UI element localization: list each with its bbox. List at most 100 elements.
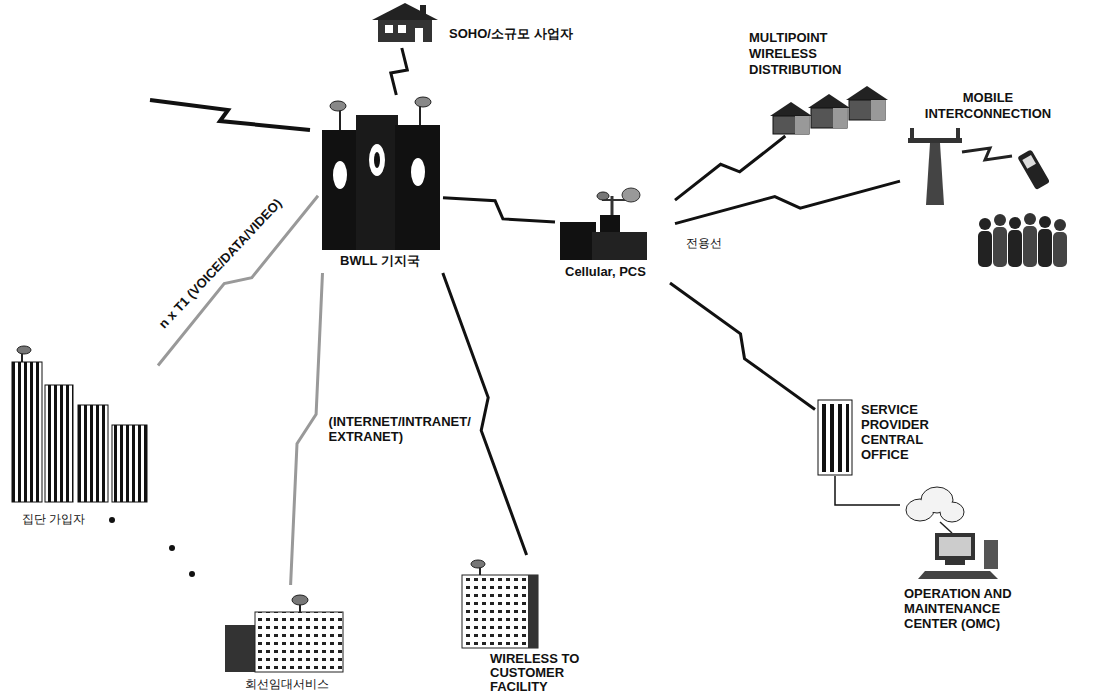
- customer-facility: WIRELESS TO CUSTOMER FACILITY: [450, 555, 598, 697]
- wireless-link: [391, 48, 408, 95]
- houses-icon-part: [770, 102, 812, 116]
- office-building-part: [846, 404, 849, 472]
- computer-icon-part: [935, 533, 975, 560]
- note-label: 전용선: [686, 236, 722, 251]
- customer-building-part: [462, 575, 538, 648]
- cellular-building: [560, 188, 647, 260]
- caption-text: OPERATION AND MAINTENANCE CENTER (OMC): [904, 586, 1034, 631]
- people-group-part: [1024, 213, 1036, 225]
- wireless-link: [675, 136, 785, 200]
- multipoint-site: MULTIPOINT WIRELESS DISTRIBUTION: [745, 28, 897, 136]
- house-icon-part: [398, 25, 406, 33]
- computer-icon-part: [939, 537, 971, 556]
- houses-icon-part: [808, 94, 850, 108]
- houses-icon-part: [871, 100, 885, 120]
- leased-line-building: [225, 595, 343, 672]
- phone-link-bolt: [962, 148, 1012, 160]
- caption-text: 집단 가입자: [22, 512, 85, 527]
- base-station-building-part: [369, 144, 385, 176]
- group-subscriber: 집단 가입자: [8, 340, 158, 530]
- mobile-site: MOBILE INTERCONNECTION: [900, 88, 1077, 210]
- base-station-building-part: [395, 125, 440, 250]
- caption-text: 회선임대서비스: [245, 677, 329, 692]
- people-group-part: [979, 218, 991, 230]
- link-label: (INTERNET/INTRANET/ EXTRANET): [329, 414, 479, 444]
- subscriber-buildings-part: [112, 425, 147, 502]
- people-group-part: [1054, 219, 1066, 231]
- ellipsis-dots: [109, 517, 195, 577]
- wireless-link: [675, 181, 900, 224]
- ellipsis-dots-part: [189, 571, 195, 577]
- customer-building-part: [528, 575, 538, 648]
- office-building-part: [818, 400, 852, 475]
- office-building-part: [838, 404, 842, 472]
- houses-icon-part: [773, 116, 809, 134]
- caption-text: MULTIPOINT WIRELESS DISTRIBUTION: [749, 30, 849, 78]
- mobile-tower-part: [908, 138, 962, 143]
- house-icon: [372, 3, 438, 42]
- people-group-part: [994, 214, 1006, 226]
- customer-building-part: [471, 560, 485, 568]
- mobile-phone: [1017, 149, 1050, 190]
- base-station-building-part: [356, 115, 398, 250]
- soho-site: SOHO/소규모 사업자: [365, 2, 587, 48]
- base-station-building-part: [322, 130, 360, 250]
- cellular-site: Cellular, PCS: [555, 188, 675, 283]
- people-group-part: [993, 227, 1007, 267]
- computer-icon-part: [984, 540, 998, 569]
- link-line: [835, 476, 900, 505]
- houses-icon-part: [849, 100, 885, 120]
- ellipsis-dots-part: [109, 517, 115, 523]
- leased-line-building-part: [255, 612, 343, 672]
- caption-text: SERVICE PROVIDER CENTRAL OFFICE: [861, 402, 953, 462]
- people-group-part: [1008, 230, 1022, 267]
- base-station-building-part: [411, 158, 425, 186]
- caption-text: Cellular, PCS: [565, 264, 646, 279]
- mobile-phone-part: [1017, 149, 1050, 190]
- house-icon-part: [372, 3, 438, 20]
- house-icon-part: [378, 20, 432, 42]
- phone-link-bolt-part: [962, 148, 1012, 160]
- people-group-part: [1038, 229, 1052, 267]
- cellular-building-part: [592, 232, 647, 260]
- wireless-link: [670, 283, 815, 410]
- central-office: SERVICE PROVIDER CENTRAL OFFICE: [815, 398, 957, 476]
- cellular-building-part: [597, 192, 609, 200]
- subscriber-buildings-part: [12, 362, 42, 502]
- houses-icon-part: [833, 108, 847, 128]
- people-group-part: [1009, 217, 1021, 229]
- wireless-link-bolt-part: [150, 100, 310, 130]
- base-station-building-part: [415, 97, 431, 107]
- cellular-building-part: [600, 215, 620, 232]
- leased-line-site: 회선임대서비스: [215, 585, 355, 697]
- computer-icon-part: [918, 571, 998, 579]
- people-group-part: [1053, 232, 1067, 267]
- computer-icon: [918, 522, 998, 579]
- base-station-building-part: [330, 101, 346, 111]
- office-building: [818, 400, 852, 475]
- subscriber-buildings: [12, 346, 147, 502]
- omc-site: OPERATION AND MAINTENANCE CENTER (OMC): [900, 482, 1072, 637]
- office-building-part: [830, 404, 834, 472]
- people-group-part: [1023, 226, 1037, 267]
- computer-icon-part: [940, 522, 952, 533]
- mobile-tower-part: [926, 143, 944, 205]
- mobile-phone-part: [1022, 155, 1036, 169]
- office-building-part: [822, 404, 826, 472]
- customer-building: [462, 560, 538, 648]
- subscriber-buildings-part: [45, 385, 73, 502]
- base-station: BWLL 기지국: [318, 95, 443, 273]
- network-cloud: [906, 487, 964, 522]
- base-station-building: [322, 97, 440, 250]
- people-group-part: [1039, 216, 1051, 228]
- leased-line-building-part: [225, 625, 255, 672]
- leased-line-building-part: [292, 595, 308, 605]
- wireless-link: [158, 196, 318, 366]
- caption-text: SOHO/소규모 사업자: [449, 26, 573, 41]
- computer-icon-part: [945, 560, 965, 565]
- house-icon-part: [385, 25, 393, 33]
- wireless-link: [443, 198, 555, 222]
- house-icon-part: [420, 5, 426, 14]
- cellular-building-part: [622, 188, 640, 202]
